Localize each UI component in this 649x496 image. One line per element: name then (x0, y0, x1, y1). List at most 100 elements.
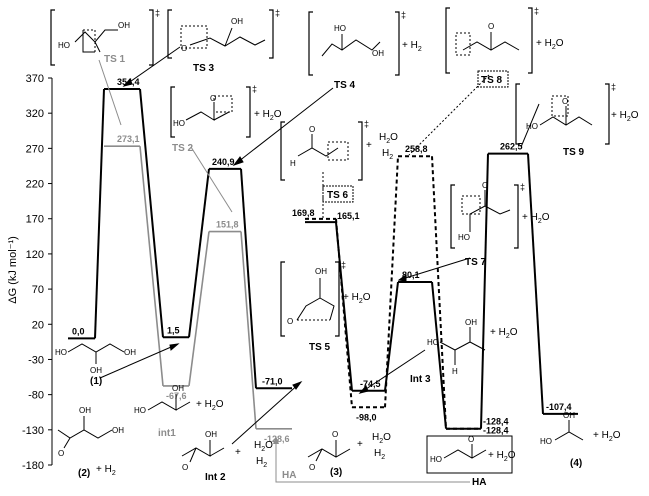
energy-value-label: -128,4 (483, 426, 509, 436)
mol-ts7-ring (461, 195, 481, 215)
molecule-sketches (57, 25, 593, 474)
mol-ts8-ring (455, 32, 471, 56)
mol-1 (67, 343, 125, 364)
atom-ts6-h: H (290, 159, 296, 168)
energy-value-label: 151,8 (216, 220, 239, 230)
ts8-label-box (477, 70, 509, 88)
arrowhead-ha (273, 436, 279, 444)
plus-h2o-4: + H2O (593, 430, 621, 443)
mol-ha (443, 444, 487, 459)
daggers: ‡ ‡ ‡ ‡ ‡ ‡ ‡ ‡ ‡ (155, 6, 616, 270)
plus-h2o-ts5: + H2O (343, 292, 371, 305)
atom-int3-h: H (452, 367, 458, 376)
plus-ts6: + (366, 140, 372, 151)
atom-2-oh2: OH (112, 426, 124, 435)
mol-ts5 (296, 278, 335, 321)
atom-ha-o: O (468, 435, 474, 444)
arrow-ts7 (398, 257, 471, 281)
dagger-ts1: ‡ (155, 8, 160, 18)
label-int3: Int 3 (410, 374, 431, 385)
y-tick-label: 270 (26, 143, 44, 155)
mol-ts9-ring (551, 95, 569, 117)
h2o-3: H2O (372, 432, 391, 445)
species-label-group: (1) (2) (3) (4) int1 Int 2 Int 3 HA HA (78, 374, 582, 488)
mol-ts2 (185, 103, 230, 121)
ha-path (275, 440, 470, 483)
y-tick-label: 20 (32, 319, 44, 331)
profile-connector (240, 231, 257, 429)
atom-int1-oh: OH (172, 384, 184, 393)
atom-ts2-ho: HO (173, 119, 185, 128)
atom-ts9-ho: HO (526, 122, 538, 131)
y-tick-label: 170 (26, 214, 44, 226)
ts2-label: TS 2 (172, 143, 194, 154)
energy-value-label: 262,5 (500, 142, 523, 152)
arrow-ts8 (408, 74, 490, 156)
ts6-label: TS 6 (327, 190, 349, 201)
atom-2-o: O (58, 449, 64, 458)
mol-ts7 (469, 190, 511, 232)
profile-connector (527, 153, 544, 414)
ts9-bracket (515, 83, 610, 145)
energy-value-label: -98,0 (356, 412, 377, 422)
y-tick-label: 370 (26, 73, 44, 85)
energy-value-label: 258,8 (405, 144, 428, 154)
atom-int3-oh: OH (465, 318, 477, 327)
atom-3-o: O (332, 430, 338, 439)
mol-4 (554, 420, 584, 441)
plus-h2o-ts7: + H2O (522, 212, 550, 225)
profile-connector (94, 88, 105, 339)
arrow-int3 (359, 349, 426, 394)
ts3-bracket (167, 9, 274, 59)
arrowhead-int1 (169, 343, 180, 351)
dagger-ts8: ‡ (534, 6, 539, 16)
arrowhead-int2 (292, 380, 303, 390)
label-3: (3) (330, 467, 342, 478)
y-tick-label: 70 (32, 284, 44, 296)
atom-int2-o: O (182, 463, 188, 472)
energy-value-label: 273,1 (117, 134, 140, 144)
energy-value-label: -128,4 (483, 417, 509, 427)
mol-ts4 (321, 34, 381, 57)
ts4-label: TS 4 (334, 80, 356, 91)
y-tick-label: -130 (22, 425, 44, 437)
atom-ts3-oh: OH (231, 17, 243, 26)
mol-ts3 (189, 27, 266, 47)
atom-ts9-o: O (562, 97, 568, 106)
h2-int2: H2 (256, 456, 267, 469)
h2o-ts6: H2O (379, 132, 398, 145)
mol-ts1-ring (82, 29, 96, 53)
mol-int3 (439, 327, 486, 365)
atom-ts7-ho: HO (458, 233, 470, 242)
atom-ha-ho: HO (430, 455, 442, 464)
mol-ts2-ring (213, 95, 233, 113)
label-ha-path: HA (282, 470, 296, 481)
profile-connector (431, 281, 447, 429)
atom-1-ho: HO (55, 348, 67, 357)
arrow-ts2 (190, 146, 233, 213)
arrowhead-int3 (358, 385, 369, 394)
atom-ts2-o: O (210, 94, 216, 103)
plus-h2o-ts8: + H2O (536, 38, 564, 51)
energy-value-label: -71,0 (262, 376, 283, 386)
atom-ts8-o: O (488, 22, 494, 31)
atom-ts1-ho: HO (58, 41, 70, 50)
ts5-bracket (280, 261, 340, 337)
dagger-ts5: ‡ (341, 260, 346, 270)
atom-ts5-oh: OH (315, 267, 327, 276)
plus-h2-ts4: + H2 (402, 40, 422, 53)
plus-h2o-ts9: + H2O (611, 110, 639, 123)
y-tick-label: -30 (28, 354, 44, 366)
atom-2-oh: OH (79, 406, 91, 415)
plus-h2o-ts2: + H2O (254, 109, 282, 122)
arrow-ts4 (233, 87, 334, 166)
arrow-ts1 (98, 59, 122, 126)
atom-ts4-oh: OH (372, 49, 384, 58)
arrowhead-ts4 (232, 156, 244, 166)
arrowhead-ts7 (397, 274, 407, 282)
ts7-label: TS 7 (465, 257, 487, 268)
profile-connector (139, 146, 164, 386)
atom-1-oh2: OH (90, 366, 102, 375)
y-axis-label: ΔG (kJ mol⁻¹) (7, 236, 19, 304)
